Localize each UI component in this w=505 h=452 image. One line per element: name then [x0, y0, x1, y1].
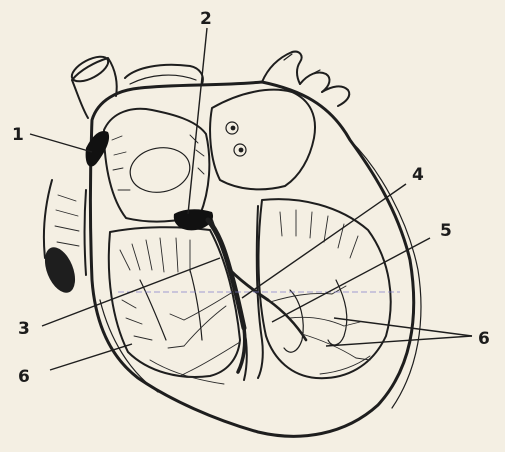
labels: 1 2 3 4 5 6 6: [12, 9, 490, 387]
leader-6-left: [50, 344, 132, 370]
heart-outline: [91, 82, 421, 436]
label-3: 3: [18, 319, 30, 339]
label-6-right: 6: [478, 329, 490, 349]
label-6-left: 6: [18, 367, 30, 387]
label-2: 2: [200, 9, 212, 29]
leader-4: [242, 184, 406, 298]
leader-6-right-a: [334, 318, 472, 336]
superior-vena-cava: [68, 52, 117, 118]
left-ventricle: [259, 199, 391, 378]
aortic-arch: [125, 65, 203, 84]
label-1: 1: [12, 125, 24, 145]
leader-lines: [30, 28, 472, 370]
inferior-vena-cava: [39, 180, 86, 297]
leader-1: [30, 134, 92, 152]
left-atrium: [210, 90, 315, 190]
leader-5: [272, 238, 430, 322]
label-5: 5: [440, 221, 452, 241]
leader-6-right-b: [326, 336, 472, 346]
label-4: 4: [412, 165, 424, 185]
